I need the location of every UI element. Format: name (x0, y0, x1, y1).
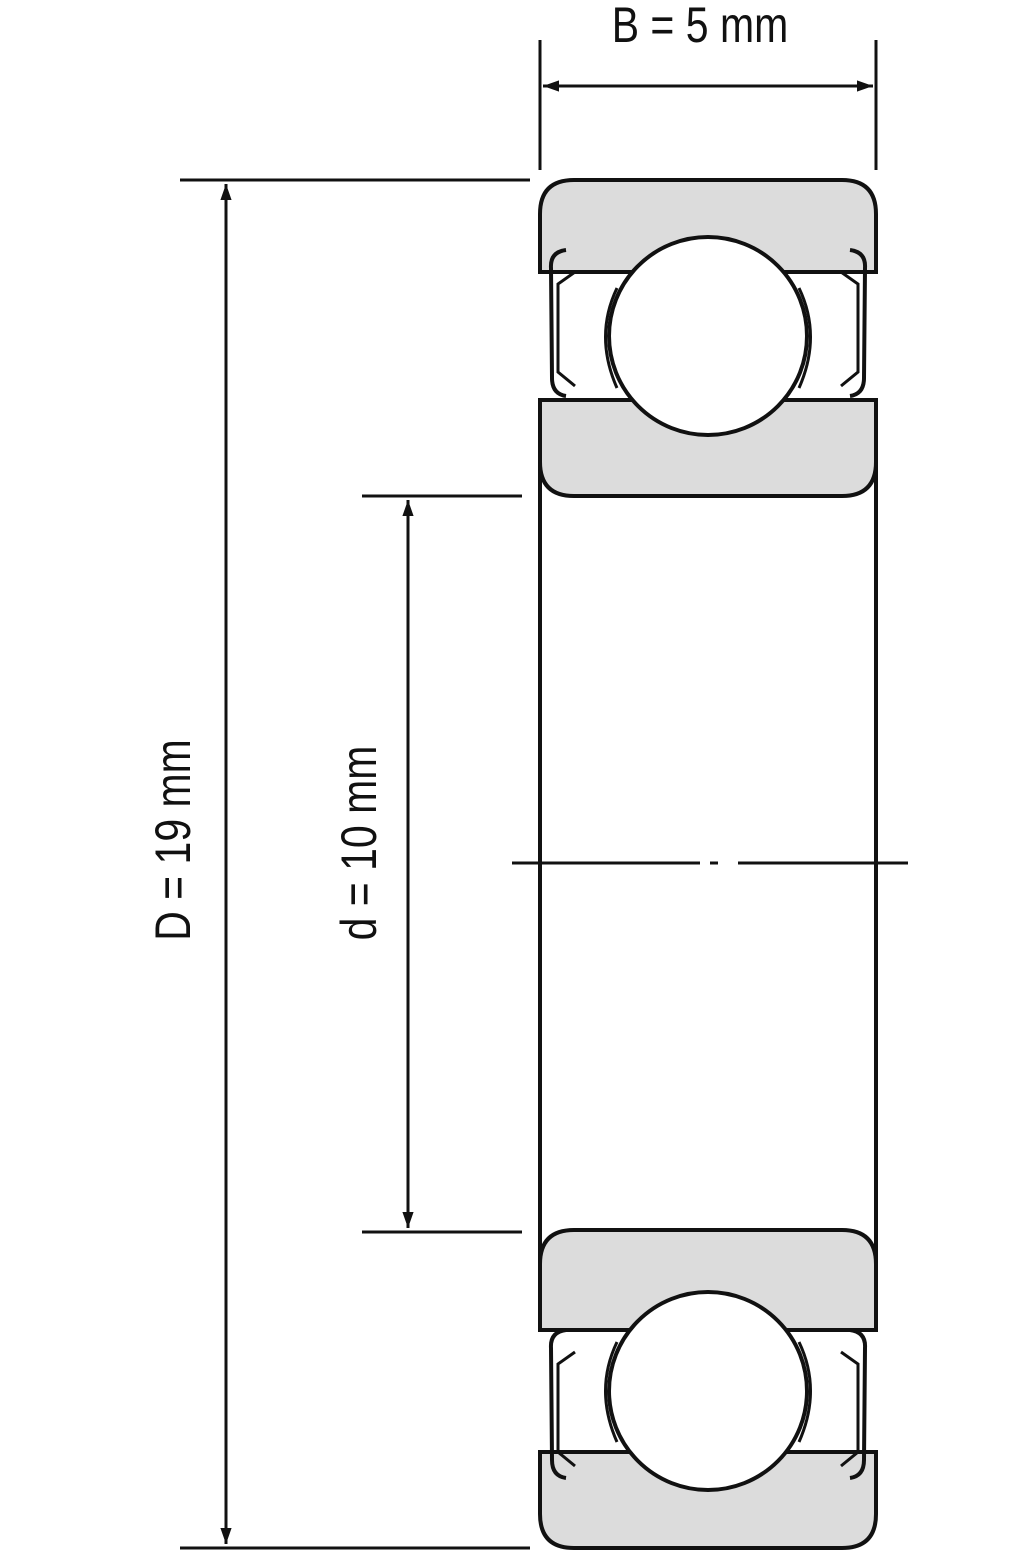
ball-bottom (607, 1290, 809, 1492)
cage-bottom-right (797, 1341, 812, 1443)
outer-diameter-dimension (180, 178, 530, 1550)
cage-top-right (797, 287, 812, 389)
inner-diameter-label: d = 10 mm (331, 746, 387, 941)
width-dimension (538, 40, 878, 170)
outer-ring-bottom (538, 1450, 878, 1550)
seal-right-top (849, 248, 868, 398)
seal-right-top-inner (840, 270, 860, 388)
seal-right-bottom-inner (840, 1350, 860, 1468)
top-section (538, 178, 878, 498)
seal-left-bottom (548, 1328, 567, 1480)
inner-ring-top (538, 398, 878, 498)
width-label: B = 5 mm (612, 0, 789, 53)
cage-bottom-left (604, 1341, 619, 1443)
bottom-section (538, 1228, 878, 1550)
cage-top-left (604, 287, 619, 389)
inner-diameter-dimension (362, 494, 522, 1234)
seal-left-bottom-inner (556, 1350, 576, 1468)
bearing-cross-section (538, 178, 878, 1550)
seal-left-top-inner (556, 270, 576, 388)
outer-diameter-label: D = 19 mm (145, 739, 201, 941)
seal-right-bottom (849, 1328, 868, 1480)
seal-left-top (548, 248, 567, 398)
ball-top (607, 235, 809, 437)
outer-ring-top (538, 178, 878, 274)
inner-ring-bottom (538, 1228, 878, 1332)
